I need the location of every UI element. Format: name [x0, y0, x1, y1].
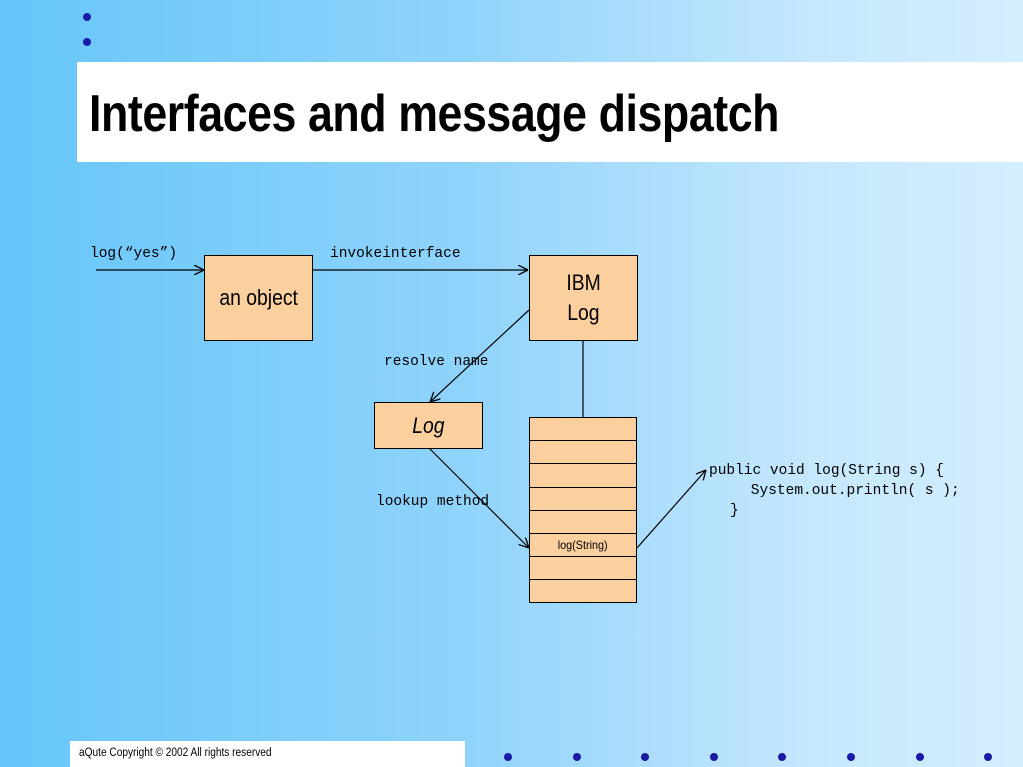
footer-bar: aQute Copyright © 2002 All rights reserv… — [70, 741, 465, 767]
resolve-label: resolve name — [384, 354, 489, 370]
code-line-1: public void log(String s) { — [709, 463, 944, 479]
resolve-arrow — [430, 309, 530, 402]
method-table-row — [530, 418, 636, 442]
lookup-label: lookup method — [376, 494, 490, 510]
bullet-dot — [573, 753, 581, 761]
lookup-arrow — [428, 447, 529, 548]
method-table-row — [530, 511, 636, 534]
an-object-box: an object — [204, 255, 313, 341]
an-object-label: an object — [219, 285, 298, 310]
log-interface-box: Log — [374, 402, 483, 449]
bullet-dot — [778, 753, 786, 761]
code-line-2: System.out.println( s ); — [716, 483, 960, 499]
bullet-dot — [916, 753, 924, 761]
code-line-3: } — [730, 503, 739, 519]
method-table-row-log-string: log(String) — [530, 534, 636, 558]
ibm-log-label-line1: IBM — [566, 270, 601, 295]
copyright-text: aQute Copyright © 2002 All rights reserv… — [79, 747, 272, 759]
bullet-dot — [83, 38, 91, 46]
bullet-dot — [984, 753, 992, 761]
implementation-arrow — [636, 470, 706, 549]
bullet-dot — [641, 753, 649, 761]
method-table-row — [530, 557, 636, 581]
method-table-row — [530, 464, 636, 488]
bullet-dot — [504, 753, 512, 761]
page-title: Interfaces and message dispatch — [89, 85, 780, 143]
title-bar: Interfaces and message dispatch — [77, 62, 1023, 162]
log-interface-label: Log — [412, 412, 445, 438]
bullet-dot — [83, 13, 91, 21]
call-label: log(“yes”) — [90, 246, 178, 262]
method-table-row — [530, 441, 636, 465]
bullet-dot — [710, 753, 718, 761]
ibm-log-label-line2: Log — [567, 300, 600, 325]
method-table-row — [530, 488, 636, 511]
method-table: log(String) — [529, 417, 637, 603]
ibm-log-box: IBM Log — [529, 255, 638, 341]
method-table-row — [530, 580, 636, 603]
bullet-dot — [847, 753, 855, 761]
invoke-label: invokeinterface — [330, 246, 461, 262]
